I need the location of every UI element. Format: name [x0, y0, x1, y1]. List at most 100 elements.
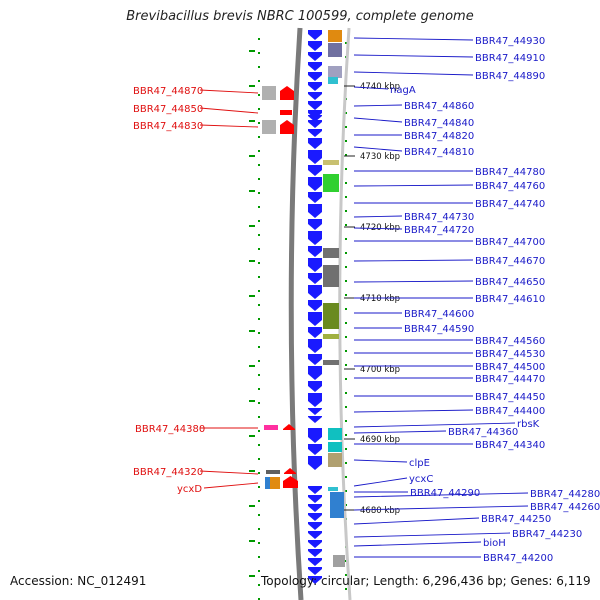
gene-label: BBR47_44470: [475, 374, 545, 385]
tick-mark: [249, 190, 255, 192]
tick-dot: [345, 238, 347, 240]
leader-line: [199, 470, 259, 475]
forward-gene-arrow: [308, 285, 322, 299]
tick-dot: [258, 374, 260, 376]
tick-dot: [258, 332, 260, 334]
gene-label: BBR47_44280: [530, 489, 600, 500]
reverse-gene-arrow: [283, 424, 295, 430]
forward-gene-arrow: [308, 110, 322, 119]
forward-gene-arrow: [308, 339, 322, 353]
tick-dot: [345, 210, 347, 212]
tick-dot: [345, 182, 347, 184]
forward-gene-arrow: [308, 504, 322, 512]
forward-gene-arrow: [308, 456, 322, 470]
feature-box: [323, 265, 339, 287]
gene-label: BBR47_44610: [475, 294, 545, 305]
leader-line: [199, 124, 259, 128]
leader-line: [353, 184, 474, 187]
gene-label: BBR47_44230: [512, 529, 582, 540]
leader-line: [353, 430, 447, 434]
gene-label: BBR47_44860: [404, 101, 474, 112]
tick-mark: [249, 120, 255, 122]
tick-dot: [258, 486, 260, 488]
tick-dot: [345, 42, 347, 44]
tick-dot: [345, 490, 347, 492]
tick-dot: [345, 196, 347, 198]
tick-dot: [345, 574, 347, 576]
reverse-gene-box: [270, 477, 280, 489]
forward-gene-arrow: [308, 138, 322, 149]
tick-dot: [258, 430, 260, 432]
forward-gene-arrow: [308, 549, 322, 557]
tick-dot: [258, 458, 260, 460]
tick-dot: [345, 448, 347, 450]
gene-label: BBR47_44450: [475, 392, 545, 403]
forward-gene-arrow: [308, 165, 322, 176]
forward-gene-arrow: [308, 576, 322, 584]
gene-label: clpE: [409, 458, 430, 469]
gene-label: BBR47_44830: [133, 121, 203, 132]
tick-dot: [345, 308, 347, 310]
feature-box: [328, 453, 342, 467]
gene-label: BBR47_44290: [410, 488, 480, 499]
gene-label: BBR47_44760: [475, 181, 545, 192]
forward-gene-arrow: [308, 486, 322, 494]
reverse-gene-arrow: [283, 476, 298, 488]
tick-mark: [249, 435, 255, 437]
feature-box: [328, 442, 342, 452]
forward-gene-arrow: [308, 408, 322, 415]
forward-gene-arrow: [308, 354, 322, 365]
gene-label: rbsK: [517, 419, 540, 430]
feature-box: [330, 492, 344, 518]
reverse-gene-arrow: [280, 86, 294, 100]
gene-label: BBR47_44810: [404, 147, 474, 158]
gene-label: BBR47_44670: [475, 256, 545, 267]
tick-dot: [345, 406, 347, 408]
kbp-label: 4720 kbp: [360, 223, 400, 233]
kbp-label: 4700 kbp: [360, 365, 400, 375]
tick-dot: [258, 402, 260, 404]
gene-label: BBR47_44850: [133, 104, 203, 115]
tick-mark: [249, 540, 255, 542]
leader-line: [353, 409, 474, 413]
gene-label: BBR47_44340: [475, 440, 545, 451]
feature-box: [328, 43, 342, 57]
gene-label: BBR47_44740: [475, 199, 545, 210]
leader-line: [353, 71, 474, 76]
tick-dot: [258, 122, 260, 124]
tick-mark: [249, 50, 255, 52]
tick-dot: [258, 206, 260, 208]
right-gene-labels: BBR47_44930BBR47_44910BBR47_44890nagABBR…: [353, 36, 600, 564]
gene-label: ycxC: [409, 474, 433, 485]
tick-dot: [345, 294, 347, 296]
tick-dot: [258, 318, 260, 320]
tick-dot: [345, 322, 347, 324]
feature-box: [323, 174, 339, 192]
forward-gene-arrow: [308, 416, 322, 423]
forward-gene-arrow: [308, 30, 322, 40]
forward-gene-arrow: [308, 129, 322, 137]
gene-label: BBR47_44910: [475, 53, 545, 64]
tick-mark: [249, 260, 255, 262]
forward-gene-arrow: [308, 522, 322, 530]
tick-mark: [249, 225, 255, 227]
forward-gene-arrow: [308, 82, 322, 91]
forward-gene-arrow: [308, 120, 322, 128]
tick-dot: [258, 290, 260, 292]
forward-gene-arrow: [308, 531, 322, 539]
tick-dot: [258, 444, 260, 446]
feature-box: [323, 360, 339, 365]
tick-dot: [258, 108, 260, 110]
gene-label: nagA: [390, 85, 416, 96]
gene-label: BBR47_44590: [404, 324, 474, 335]
left-gene-labels: BBR47_44870BBR47_44850BBR47_44830BBR47_4…: [133, 86, 259, 495]
gene-label: bioH: [483, 538, 506, 549]
tick-dot: [345, 266, 347, 268]
leader-line: [199, 89, 259, 94]
tick-dot: [258, 80, 260, 82]
gene-label: BBR47_44840: [404, 118, 474, 129]
tick-dot: [345, 112, 347, 114]
forward-gene-arrow: [308, 558, 322, 566]
gene-label: BBR47_44560: [475, 336, 545, 347]
